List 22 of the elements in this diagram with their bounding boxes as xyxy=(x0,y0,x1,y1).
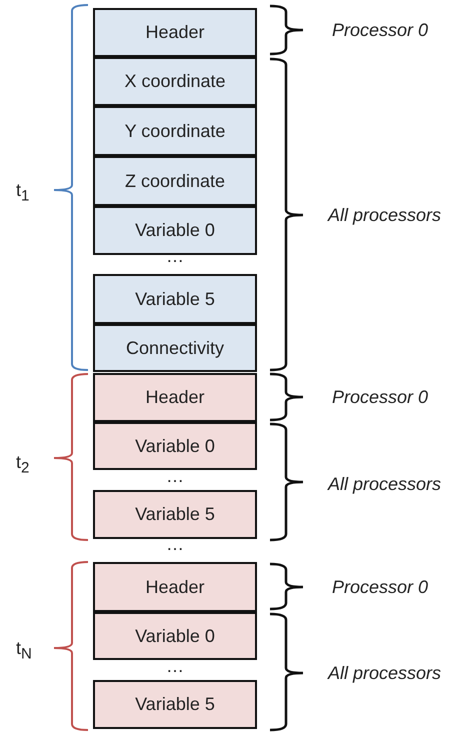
data-block: Variable 5 xyxy=(93,490,257,539)
data-block: Variable 0 xyxy=(93,422,257,470)
data-block: Variable 0 xyxy=(93,612,257,660)
side-label: All processors xyxy=(328,663,442,683)
data-block: Connectivity xyxy=(93,324,257,372)
data-block: Variable 5 xyxy=(93,274,257,324)
side-label: All processors xyxy=(328,474,442,494)
data-block: Header xyxy=(93,8,257,57)
side-label: All processors xyxy=(328,205,442,225)
data-block: Variable 5 xyxy=(93,680,257,729)
data-block: Header xyxy=(93,373,257,422)
data-block: X coordinate xyxy=(93,57,257,106)
side-label: Processor 0 xyxy=(332,577,428,597)
data-block: Variable 0 xyxy=(93,206,257,255)
side-label: Processor 0 xyxy=(332,20,428,40)
time-step-label: t$_{1}$ xyxy=(16,180,30,207)
data-block: Z coordinate xyxy=(93,156,257,206)
data-block: Y coordinate xyxy=(93,106,257,156)
time-step-label: t$_{N}$ xyxy=(16,638,32,665)
data-block: Header xyxy=(93,562,257,612)
time-step-label: t$_{2}$ xyxy=(16,452,30,479)
side-label: Processor 0 xyxy=(332,387,428,407)
